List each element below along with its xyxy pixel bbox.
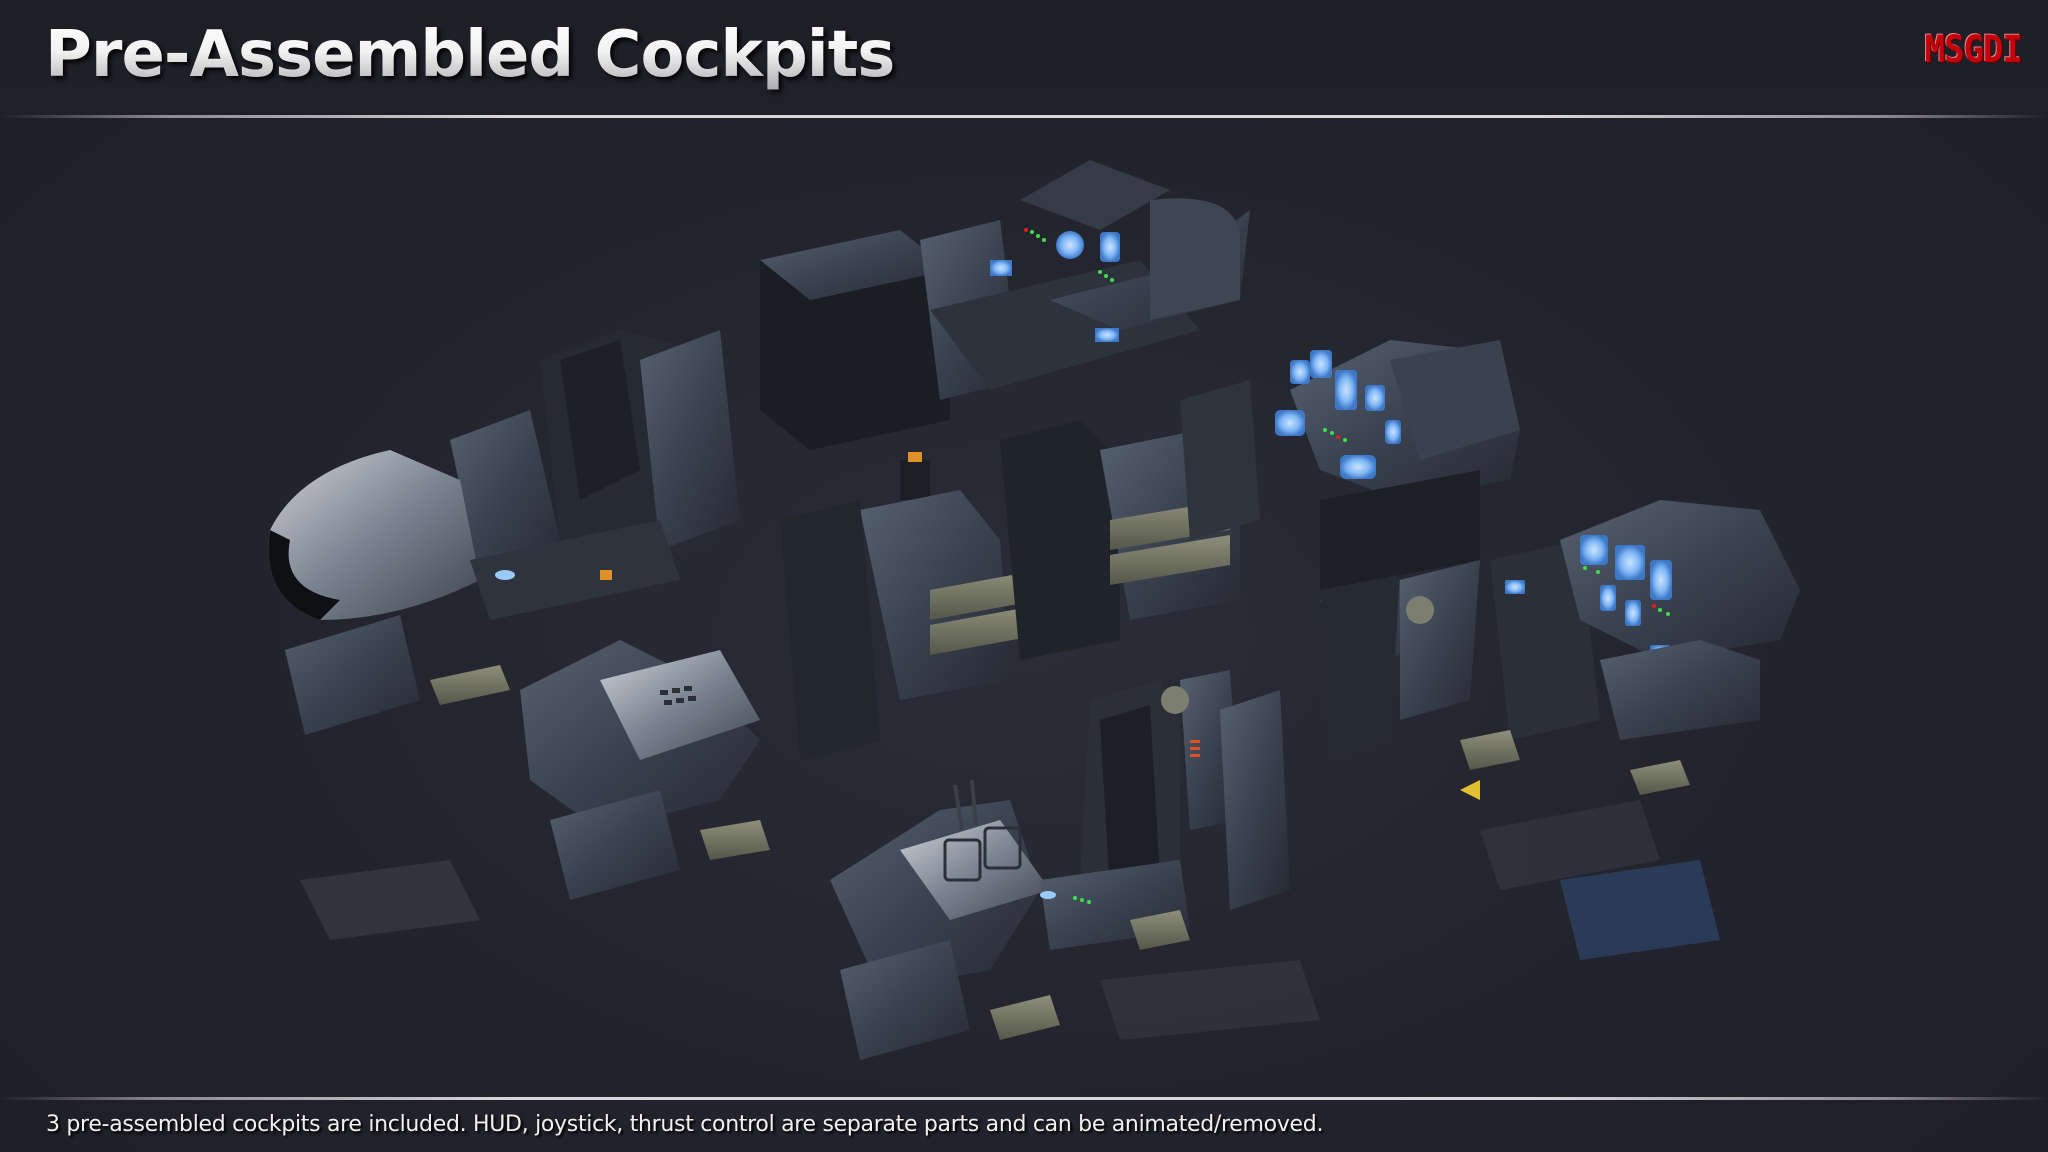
brand-logo: MSGDI (1924, 28, 2023, 72)
header-bar: Pre-Assembled Cockpits MSGDI (0, 0, 2048, 116)
cockpit-1 (760, 160, 1250, 500)
floor-reflections (300, 800, 1720, 1040)
footer-divider (0, 1097, 2048, 1100)
cockpits-render (268, 160, 1800, 1060)
cockpit-3 (1275, 340, 1800, 800)
cockpit-2 (268, 330, 740, 735)
footer-caption: 3 pre-assembled cockpits are included. H… (46, 1112, 1324, 1137)
page-title: Pre-Assembled Cockpits (45, 18, 895, 92)
header-divider (0, 115, 2048, 118)
cockpit-4 (830, 670, 1290, 1060)
console-left-bottom (520, 500, 880, 900)
